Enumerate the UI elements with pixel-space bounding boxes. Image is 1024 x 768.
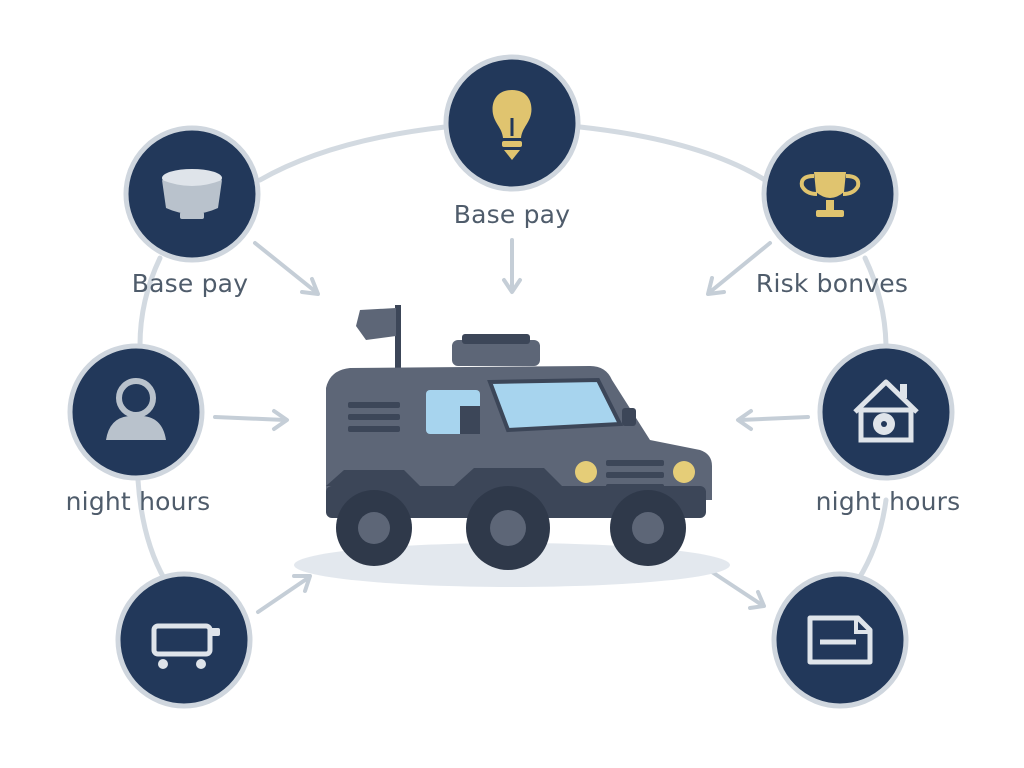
arrow-top — [502, 238, 522, 294]
arc-right-lower — [855, 497, 889, 583]
label-mid-left: night hours — [65, 487, 211, 516]
node-top — [443, 54, 581, 192]
bowl-icon — [162, 169, 222, 219]
connector-arcs — [135, 124, 889, 583]
house-icon — [853, 379, 919, 443]
node-mid-left — [67, 343, 205, 481]
arc-top-right — [577, 124, 768, 183]
arrow-upper-right — [706, 241, 772, 296]
label-mid-right: night hours — [815, 487, 961, 516]
label-upper-left: Base pay — [131, 269, 249, 298]
label-top: Base pay — [453, 200, 571, 229]
node-upper-left — [123, 125, 261, 263]
lightbulb-icon — [492, 90, 532, 160]
label-upper-right: Risk bonves — [755, 269, 909, 298]
arrow-lower-right — [710, 570, 766, 610]
node-mid-right — [817, 343, 955, 481]
arrow-mid-right — [736, 409, 810, 431]
arc-left-lower — [135, 477, 168, 583]
arc-right — [862, 255, 889, 348]
person-icon — [106, 378, 166, 440]
arc-top-left — [257, 124, 448, 183]
arrows — [213, 238, 810, 614]
armored-vehicle-icon — [294, 305, 730, 587]
trophy-icon — [799, 172, 861, 217]
node-lower-right — [771, 571, 909, 709]
document-icon — [807, 615, 873, 665]
arc-left — [137, 255, 163, 348]
node-upper-right — [761, 125, 899, 263]
arrow-mid-left — [213, 409, 289, 431]
node-lower-left — [115, 571, 253, 709]
arrow-upper-left — [253, 241, 320, 296]
arrow-lower-left — [256, 574, 312, 614]
cart-icon — [151, 623, 220, 669]
